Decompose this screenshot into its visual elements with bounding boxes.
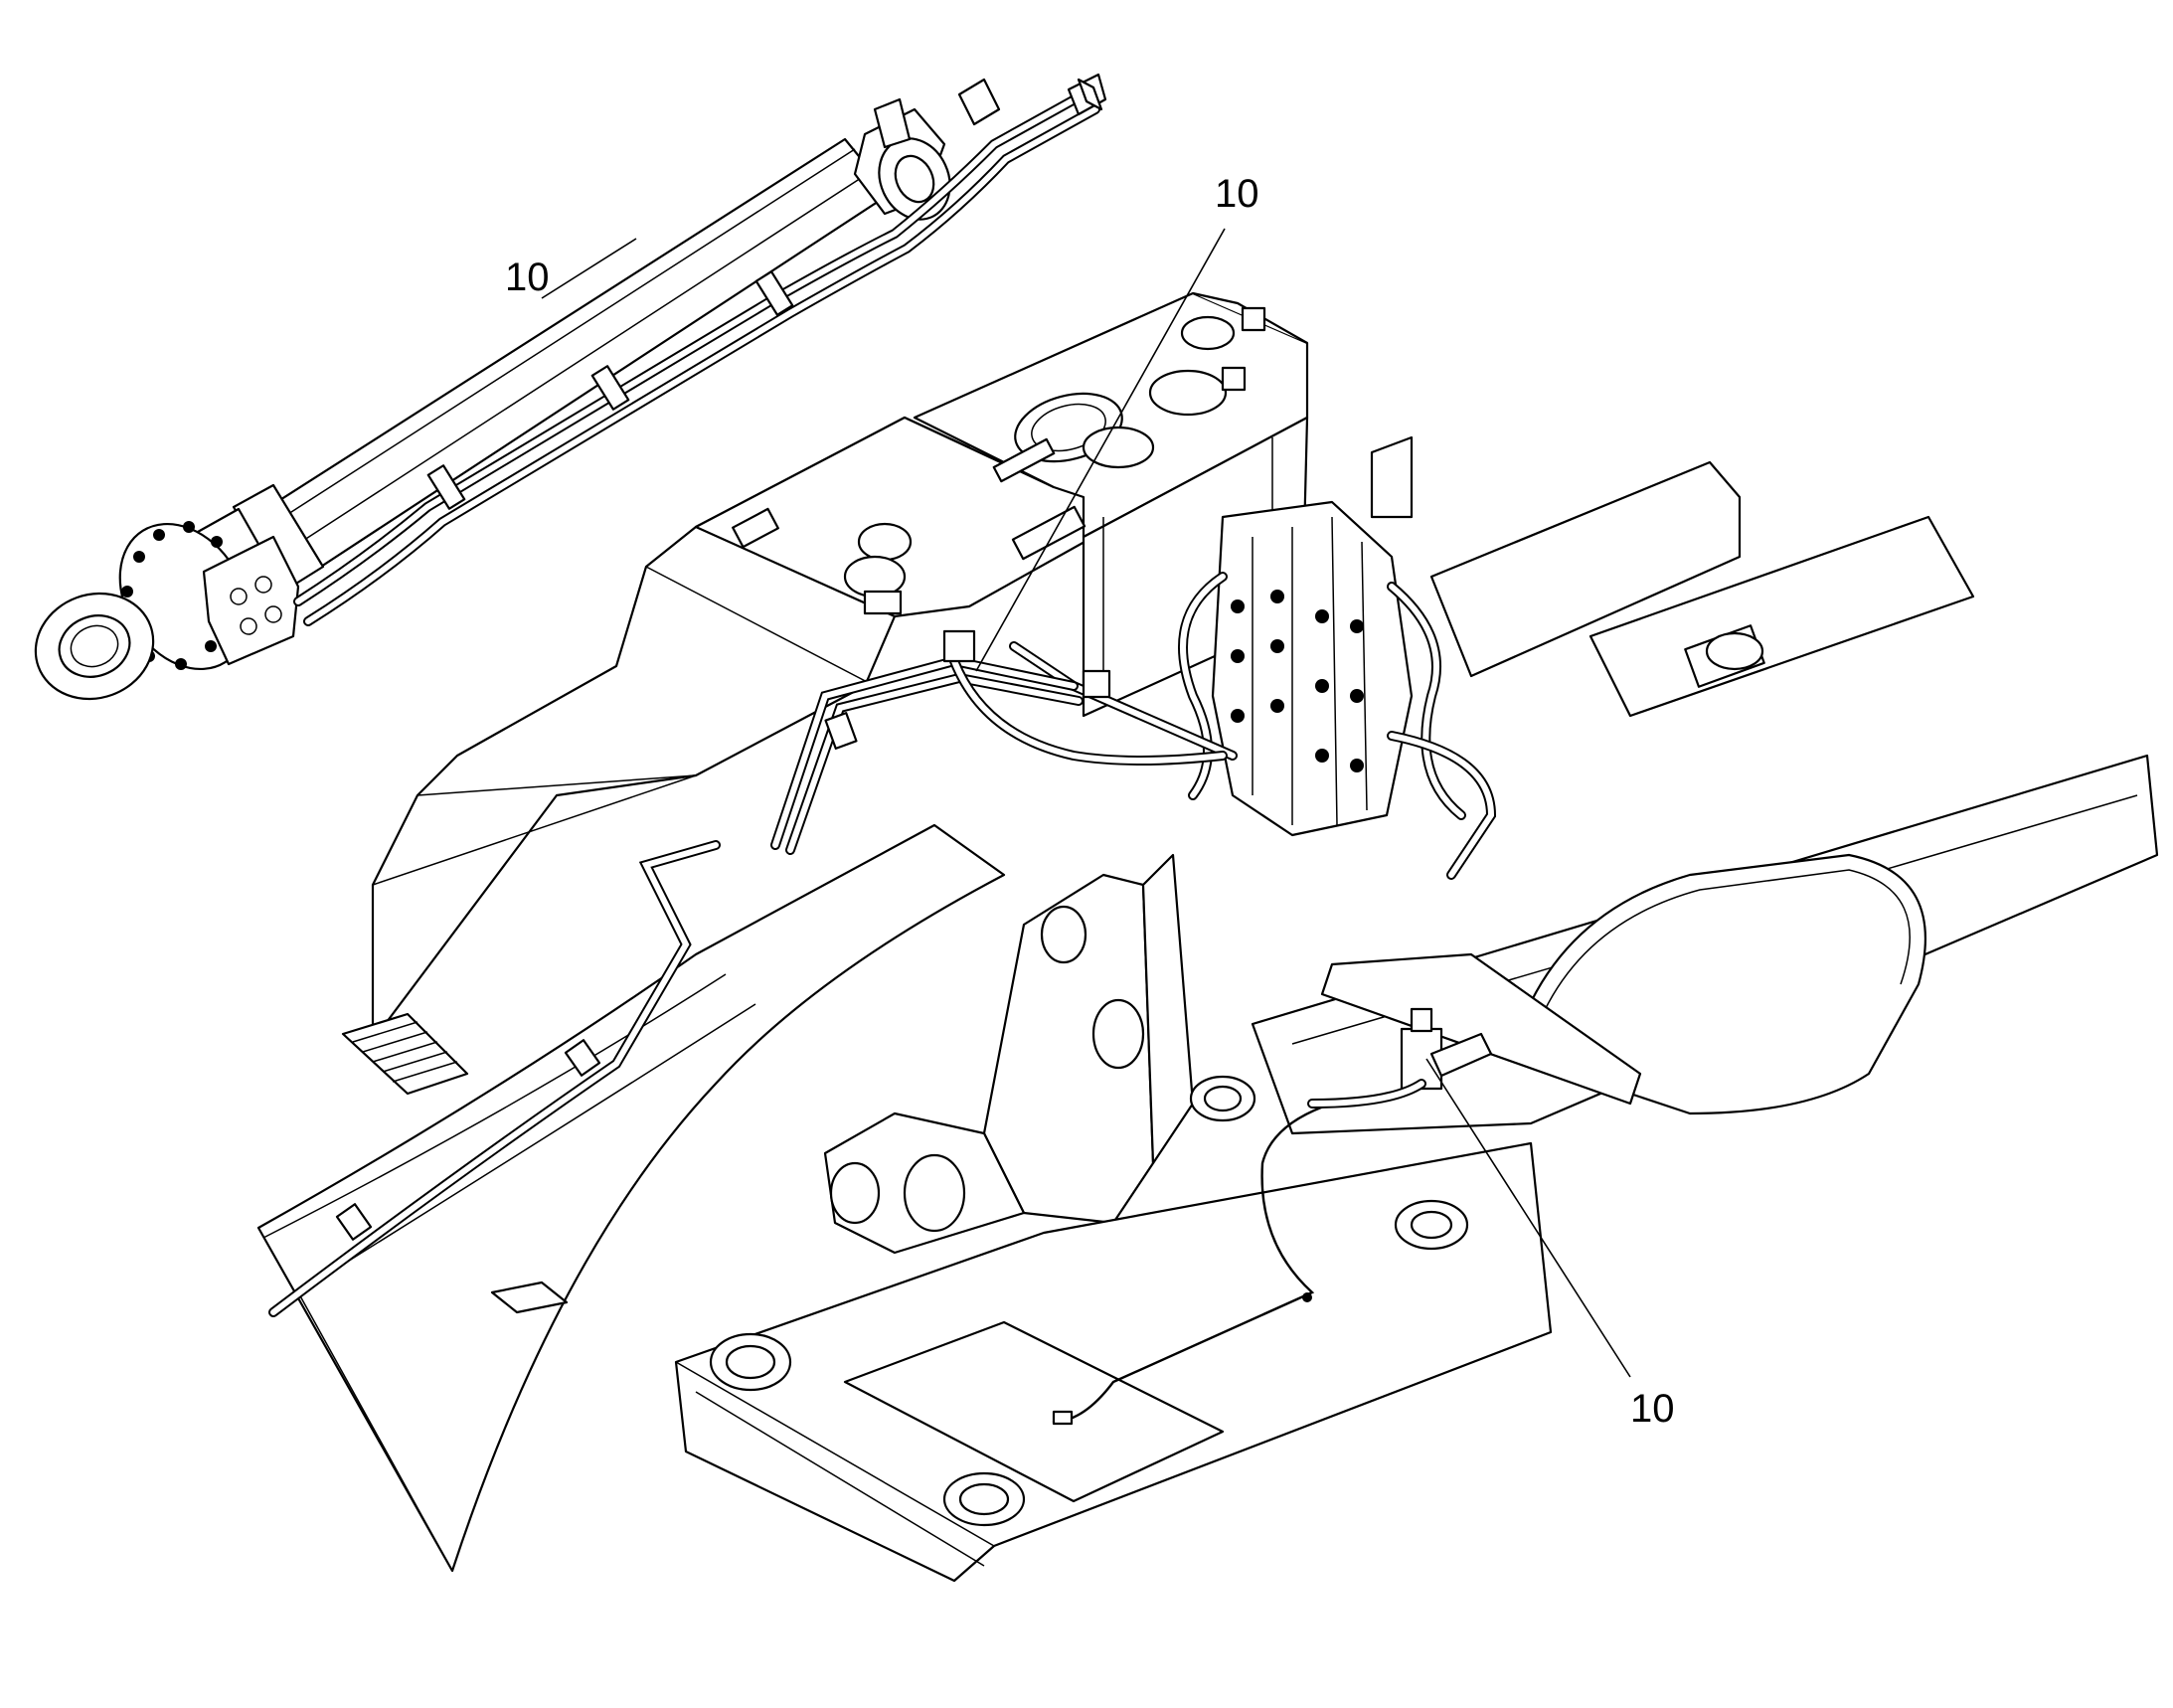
boom-cylinder bbox=[34, 73, 1107, 701]
frame-rail-far bbox=[1429, 460, 1742, 678]
upper-hose-lines bbox=[770, 629, 1228, 855]
frame-inner-recess bbox=[843, 1320, 1225, 1503]
boom-pivot-brackets bbox=[823, 853, 1195, 1255]
leader-line-valve bbox=[1425, 1058, 1631, 1378]
frame-cross-bar bbox=[1320, 952, 1642, 1106]
boom-plate bbox=[256, 823, 1006, 1573]
callout-valve: 10 bbox=[1630, 1387, 1675, 1431]
callout-upper-hose: 10 bbox=[1215, 172, 1259, 216]
cylinder-valve-block bbox=[202, 535, 300, 666]
boom-plate-outer bbox=[256, 823, 1006, 1573]
swivel-valve bbox=[1307, 1007, 1493, 1109]
step-plate bbox=[341, 1012, 469, 1096]
leader-line-upper-hose bbox=[975, 228, 1226, 672]
main-control-valve bbox=[1211, 500, 1414, 837]
callouts: 10 10 10 bbox=[505, 172, 1675, 1431]
leader-line-boom-cylinder bbox=[541, 238, 637, 299]
upper-frame bbox=[341, 291, 1309, 1096]
cylinder-hoses bbox=[293, 73, 1107, 626]
control-valve-assembly bbox=[1009, 500, 1497, 880]
frame-oval-opening bbox=[1509, 853, 1926, 1115]
callout-boom-cylinder: 10 bbox=[505, 256, 550, 299]
